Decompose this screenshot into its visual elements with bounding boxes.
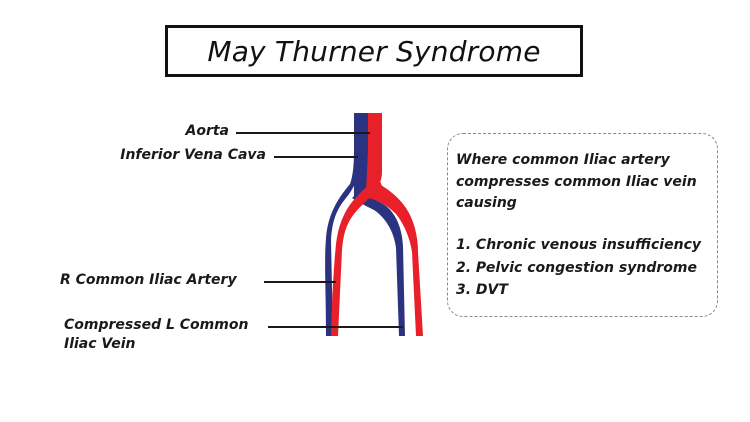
label-aorta: Aorta — [185, 123, 230, 139]
info-line: 2. Pelvic congestion syndrome — [456, 260, 697, 276]
label-r-common-iliac-artery: R Common Iliac Artery — [60, 272, 237, 288]
label-compressed-l-common-iliac-vein-line1: Compressed L Common — [64, 317, 249, 333]
leader-compressed-l-common-iliac-vein — [268, 326, 403, 328]
info-line: compresses common Iliac vein — [456, 174, 697, 190]
info-line: Where common Iliac artery — [456, 152, 670, 168]
right-common-iliac-vein — [325, 150, 362, 336]
aorta — [366, 113, 382, 192]
info-line: 1. Chronic venous insufficiency — [456, 237, 701, 253]
left-common-iliac-artery — [368, 180, 423, 336]
right-common-iliac-artery — [331, 176, 382, 336]
label-inferior-vena-cava: Inferior Vena Cava — [120, 147, 266, 163]
info-box: Where common Iliac artery compresses com… — [447, 133, 718, 317]
info-line: 3. DVT — [456, 282, 508, 298]
leader-r-common-iliac-artery — [264, 281, 336, 283]
leader-inferior-vena-cava — [274, 156, 358, 158]
diagram-title: May Thurner Syndrome — [207, 34, 541, 68]
artery-group — [331, 113, 423, 336]
vein-group — [325, 113, 405, 336]
info-line: causing — [456, 195, 517, 211]
inferior-vena-cava — [354, 113, 370, 198]
label-compressed-l-common-iliac-vein-line2: Iliac Vein — [64, 336, 136, 352]
title-box: May Thurner Syndrome — [165, 25, 583, 77]
leader-aorta — [236, 132, 370, 134]
left-common-iliac-vein — [352, 192, 405, 336]
